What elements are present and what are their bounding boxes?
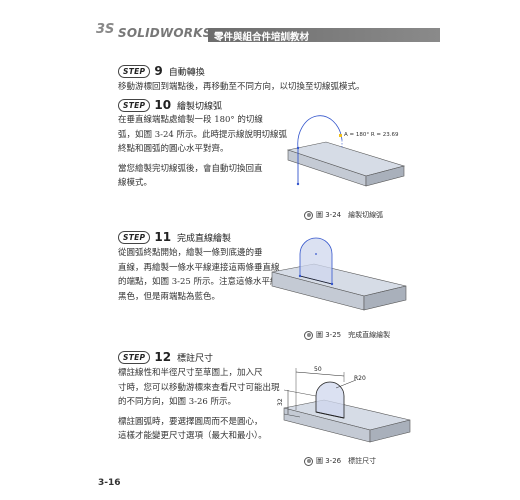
- text-line: 線模式。: [118, 178, 153, 188]
- plate-side: [369, 419, 411, 443]
- figure-icon: [304, 456, 313, 466]
- step-badge: STEP: [118, 64, 151, 78]
- sketch-profile: [315, 381, 345, 419]
- text-line: 寸時，您可以移動游標來查看尺寸可能出現: [118, 382, 280, 393]
- step-badge: STEP: [118, 230, 151, 244]
- step-11-heading: STEP 11 完成直線繪製: [118, 230, 231, 244]
- dim-radius-label: R20: [354, 375, 366, 382]
- page-number: 3-16: [98, 478, 121, 488]
- step-badge: STEP: [118, 350, 151, 364]
- caption-text: 圖 3-24 繪製切線弧: [316, 211, 384, 219]
- text-line: 標註線性和半徑尺寸至草圖上，加入尺: [118, 368, 263, 378]
- text-line: 當您繪製完切線弧後，會自動切換回直: [118, 163, 263, 174]
- header-title: 零件與組合件培訓教材: [214, 32, 310, 43]
- figure-3-24-caption: 圖 3-24 繪製切線弧: [304, 210, 383, 220]
- text-line: 終點和圓弧的圓心水平對齊。: [118, 144, 229, 154]
- step-11-text: 從圓弧終點開始，繪製一條到底邊的垂 直線，再繪製一條水平線連接這兩條垂直線 的端…: [118, 246, 287, 304]
- step-9-heading: STEP 9 自動轉換: [118, 64, 205, 78]
- text-line: 從圓弧終點開始，繪製一條到底邊的垂: [118, 248, 263, 258]
- step-title: 標註尺寸: [177, 353, 214, 364]
- step-10-heading: STEP 10 繪製切線弧: [118, 98, 222, 112]
- plate-side: [363, 285, 407, 311]
- figure-icon: [304, 330, 313, 340]
- plate-side: [365, 165, 405, 187]
- header-bar: [208, 28, 440, 42]
- caption-text: 圖 3-25 完成直線繪製: [316, 331, 391, 339]
- ds-logo-icon: 3S: [96, 22, 115, 37]
- fig-annotation: A = 180° R = 23.69: [344, 132, 399, 138]
- text-line: 的端點，如圖 3-25 所示。注意這條水平線是: [118, 277, 288, 287]
- step-12-text: 標註線性和半徑尺寸至草圖上，加入尺 寸時，您可以移動游標來查看尺寸可能出現 的不…: [118, 366, 280, 444]
- step-badge: STEP: [118, 98, 151, 112]
- step-number: 11: [154, 230, 172, 244]
- step-9-text: 移動游標回到端點後，再移動至不同方向，以切換至切線弧模式。: [118, 80, 365, 95]
- text-line: 的不同方向，如圖 3-26 所示。: [118, 397, 237, 407]
- solidworks-logo: SOLIDWORKS: [118, 26, 212, 40]
- text-line: 直線，再繪製一條水平線連接這兩條垂直線: [118, 262, 280, 273]
- sketch-profile: [299, 237, 333, 285]
- dim-width-label: 50: [314, 366, 322, 373]
- step-12-heading: STEP 12 標註尺寸: [118, 350, 213, 364]
- text-line: 弧，如圖 3-24 所示。此時提示線說明切線弧: [118, 129, 288, 140]
- step-title: 繪製切線弧: [177, 101, 223, 112]
- step-number: 12: [154, 350, 172, 364]
- figure-3-25: [271, 237, 407, 311]
- figure-3-25-caption: 圖 3-25 完成直線繪製: [304, 330, 390, 340]
- figure-3-26-caption: 圖 3-26 標註尺寸: [304, 456, 376, 466]
- text-line: 在垂直線端點處繪製一段 180° 的切線: [118, 115, 263, 125]
- step-title: 完成直線繪製: [177, 233, 232, 244]
- page-header: 3S SOLIDWORKS 零件與組合件培訓教材: [0, 22, 440, 43]
- step-number: 9: [154, 64, 163, 78]
- figure-3-26: 50 32 R20: [277, 366, 411, 443]
- step-number: 10: [154, 98, 172, 112]
- text-line: 黑色，但是兩端點為藍色。: [118, 291, 221, 302]
- caption-text: 圖 3-26 標註尺寸: [316, 457, 377, 465]
- text-line: 這樣才能變更尺寸選項（最大和最小）。: [118, 431, 267, 441]
- step-title: 自動轉換: [168, 67, 205, 78]
- step-10-text: 在垂直線端點處繪製一段 180° 的切線 弧，如圖 3-24 所示。此時提示線說…: [118, 113, 287, 191]
- figure-icon: [304, 210, 313, 220]
- text-line: 移動游標回到端點後，再移動至不同方向，以切換至切線弧模式。: [118, 82, 365, 92]
- figure-3-24: A = 180° R = 23.69: [286, 115, 406, 187]
- dim-height-label: 32: [277, 398, 284, 406]
- text-line: 標註圓弧時，要選擇圓周而不是圓心，: [118, 416, 263, 427]
